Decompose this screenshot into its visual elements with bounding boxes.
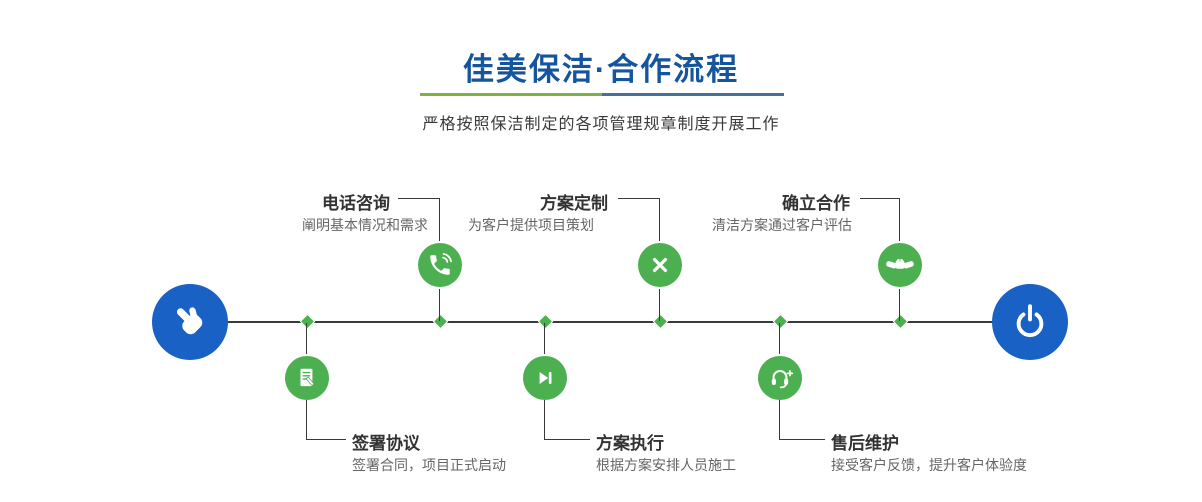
- start-node: [152, 284, 228, 360]
- page-title: 佳美保洁·合作流程: [462, 52, 740, 87]
- timeline-diamond-marker: [892, 313, 909, 330]
- timeline-line: [190, 321, 1030, 323]
- connector-line: [779, 323, 780, 356]
- timeline-diamond-marker: [772, 313, 789, 330]
- timeline-diamond-marker: [299, 313, 316, 330]
- step-desc-after-sales: 接受客户反馈，提升客户体验度: [831, 457, 1027, 473]
- step-desc-establish-cooperation: 清洁方案通过客户评估: [712, 217, 852, 233]
- connector-line: [659, 287, 660, 321]
- step-desc-plan-execution: 根据方案安排人员施工: [596, 457, 736, 473]
- step-desc-plan-design: 为客户提供项目策划: [468, 217, 594, 233]
- power-icon: [1016, 304, 1044, 338]
- connector-line: [439, 198, 440, 244]
- step-desc-sign-agreement: 签署合同，项目正式启动: [352, 457, 506, 473]
- step-node-after-sales: [758, 356, 802, 400]
- connector-line: [779, 400, 780, 440]
- step-title-plan-execution: 方案执行: [596, 434, 664, 453]
- connector-line: [544, 400, 545, 440]
- step-node-plan-design: [638, 243, 682, 287]
- connector-line: [544, 439, 590, 440]
- connector-line: [618, 198, 659, 199]
- timeline-diamond-marker: [652, 313, 669, 330]
- connector-line: [306, 323, 307, 356]
- pointing-hand-icon: [176, 307, 203, 335]
- connector-line: [306, 400, 307, 440]
- connector-line: [779, 439, 825, 440]
- step-desc-phone-consult: 阐明基本情况和需求: [302, 217, 428, 233]
- divider-green-segment: [420, 93, 602, 96]
- step-node-sign-agreement: [285, 356, 329, 400]
- connector-line: [659, 198, 660, 244]
- connector-line: [439, 287, 440, 321]
- step-title-sign-agreement: 签署协议: [352, 434, 420, 453]
- connector-line: [899, 287, 900, 321]
- connector-line: [899, 198, 900, 244]
- connector-line: [306, 439, 346, 440]
- title-divider: [420, 93, 784, 96]
- step-title-phone-consult: 电话咨询: [322, 194, 390, 213]
- step-node-phone-consult: [418, 243, 462, 287]
- step-title-establish-cooperation: 确立合作: [782, 194, 850, 213]
- step-node-establish-cooperation: [878, 243, 922, 287]
- pencil-ruler-icon: [652, 257, 668, 273]
- connector-line: [860, 198, 899, 199]
- phone-icon: [430, 253, 452, 275]
- end-node: [992, 284, 1068, 360]
- step-title-after-sales: 售后维护: [831, 434, 899, 453]
- contract-icon: [300, 368, 315, 387]
- timeline-diamond-marker: [432, 313, 449, 330]
- connector-line: [398, 198, 440, 199]
- play-icon: [539, 372, 552, 384]
- handshake-icon: [886, 258, 914, 269]
- step-title-plan-design: 方案定制: [540, 194, 608, 213]
- step-node-plan-execution: [523, 356, 567, 400]
- divider-blue-segment: [602, 93, 784, 96]
- page-subtitle: 严格按照保洁制定的各项管理规章制度开展工作: [422, 116, 780, 133]
- headset-plus-icon: [771, 369, 794, 389]
- connector-line: [544, 323, 545, 356]
- timeline-diamond-marker: [537, 313, 554, 330]
